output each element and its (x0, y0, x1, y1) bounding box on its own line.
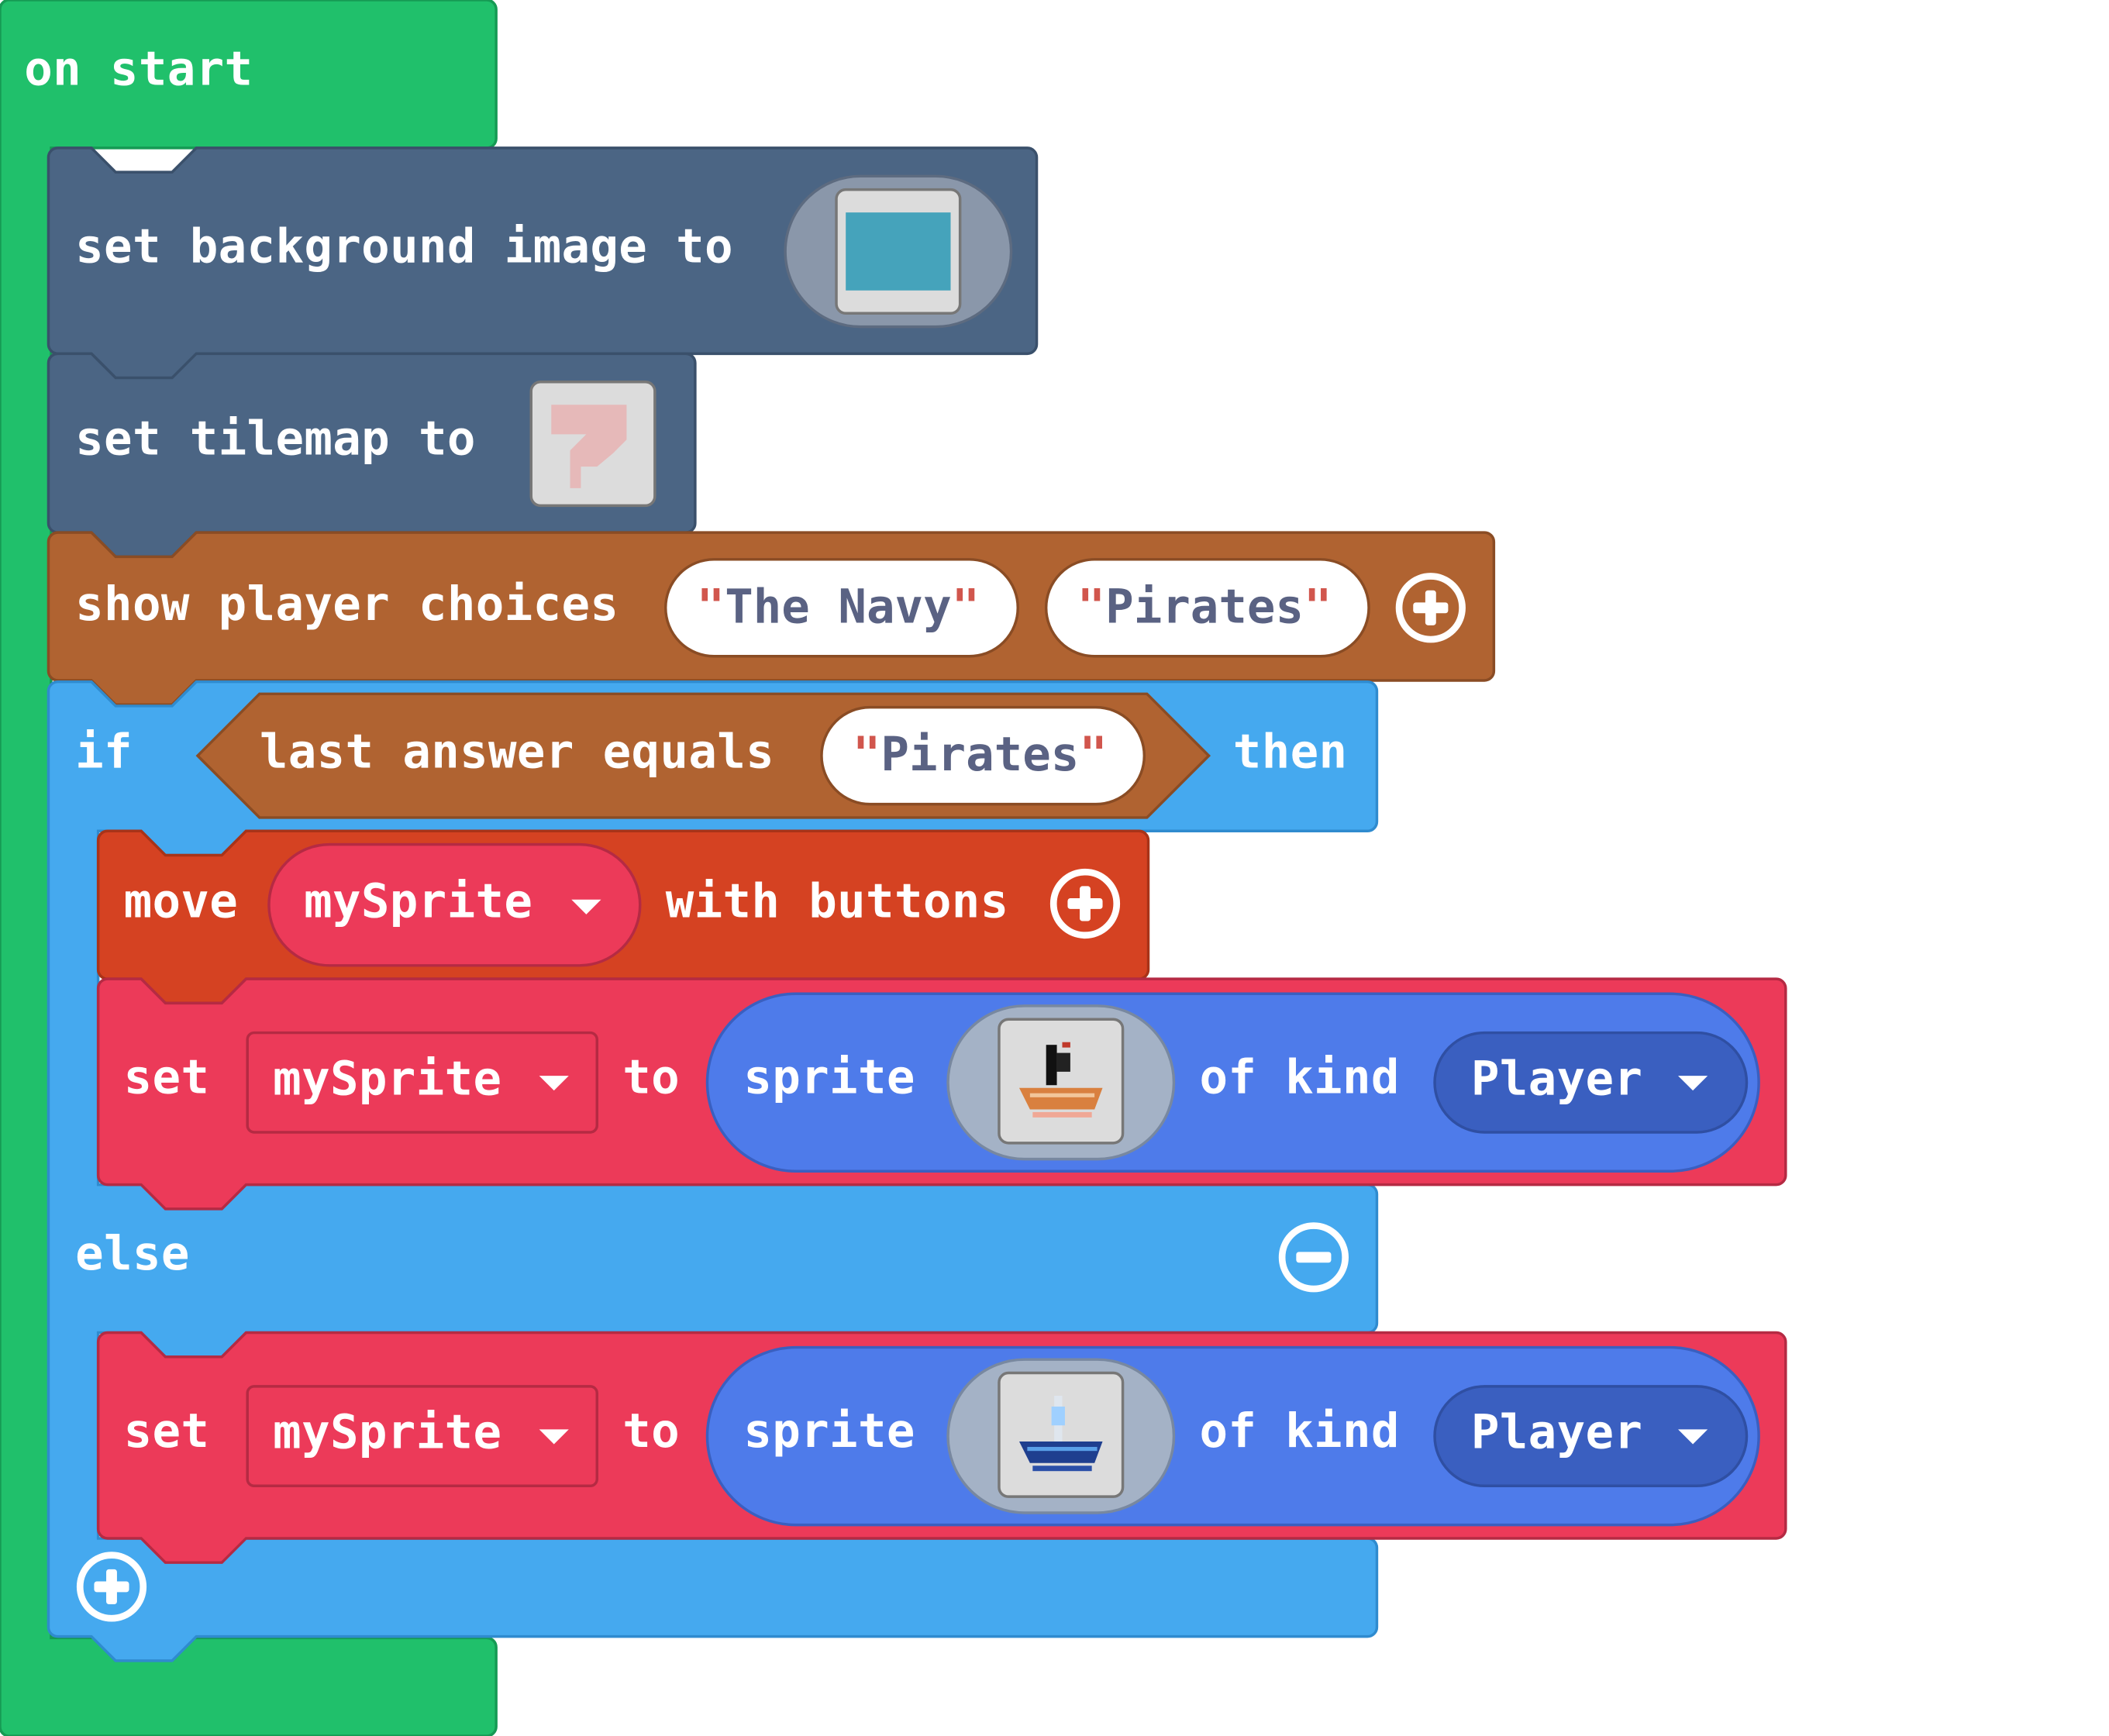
kind-dropdown-2[interactable]: Player (1433, 1385, 1749, 1488)
tilemap-icon (551, 405, 627, 488)
add-choice-button[interactable] (1395, 573, 1466, 643)
quote-open: " (1077, 580, 1106, 635)
else-label: else (75, 1228, 190, 1282)
move-sprite-dropdown[interactable]: mySprite (267, 842, 642, 967)
variable-name: mySprite (273, 1406, 502, 1461)
choice-2-value: Pirates (1105, 580, 1304, 635)
on-start-label: on start (24, 43, 253, 97)
quote-open: " (852, 728, 881, 783)
background-image-icon (846, 212, 951, 291)
pirate-ship-icon (1018, 1042, 1103, 1118)
move-sprite-variable: mySprite (304, 875, 533, 929)
quote-close: " (951, 580, 980, 635)
quote-close: " (1079, 728, 1108, 783)
chevron-down-icon (1678, 1429, 1708, 1445)
quote-close: " (1304, 580, 1332, 635)
variable-dropdown-2[interactable]: mySprite (246, 1385, 598, 1488)
sprite-image-picker-1[interactable] (998, 1018, 1125, 1145)
kind-value: Player (1470, 1052, 1643, 1107)
last-answer-equals-label: last answer equals (259, 725, 775, 780)
chevron-down-icon (539, 1429, 569, 1445)
kind-dropdown-1[interactable]: Player (1433, 1031, 1749, 1134)
choice-1-value: The Navy (725, 580, 952, 635)
set-label: set (123, 1051, 210, 1106)
then-label: then (1232, 725, 1348, 780)
to-label: to (622, 1405, 681, 1459)
sprite-label: sprite (743, 1051, 915, 1106)
expand-move-options-button[interactable] (1049, 868, 1121, 939)
to-label: to (622, 1051, 681, 1106)
set-background-image-block[interactable] (47, 146, 1039, 380)
chevron-down-icon (571, 899, 601, 914)
navy-ship-icon (1018, 1396, 1103, 1472)
sprite-label: sprite (743, 1405, 915, 1459)
move-label: move (123, 875, 239, 929)
if-label: if (75, 725, 133, 780)
tilemap-picker[interactable] (529, 381, 656, 508)
set-label: set (123, 1405, 210, 1459)
of-kind-label: of kind (1199, 1051, 1400, 1106)
choice-2-input[interactable]: "Pirates" (1044, 558, 1370, 658)
show-player-choices-label: show player choices (75, 578, 619, 632)
set-tilemap-label: set tilemap to (75, 412, 476, 467)
kind-value: Player (1470, 1406, 1643, 1461)
variable-dropdown-1[interactable]: mySprite (246, 1031, 598, 1134)
background-image-picker[interactable] (835, 188, 962, 315)
sprite-image-picker-2[interactable] (998, 1371, 1125, 1498)
quote-open: " (696, 580, 725, 635)
remove-else-button[interactable] (1278, 1222, 1349, 1293)
choice-1-input[interactable]: "The Navy" (663, 558, 1019, 658)
condition-value-input[interactable]: "Pirates" (820, 705, 1146, 806)
of-kind-label: of kind (1199, 1405, 1400, 1459)
chevron-down-icon (539, 1076, 569, 1091)
with-buttons-label: with buttons (665, 875, 1009, 929)
variable-name: mySprite (273, 1052, 502, 1107)
add-else-if-button[interactable] (76, 1552, 147, 1622)
condition-value: Pirates (880, 728, 1080, 783)
set-background-image-label: set background image to (75, 220, 733, 274)
chevron-down-icon (1678, 1076, 1708, 1091)
